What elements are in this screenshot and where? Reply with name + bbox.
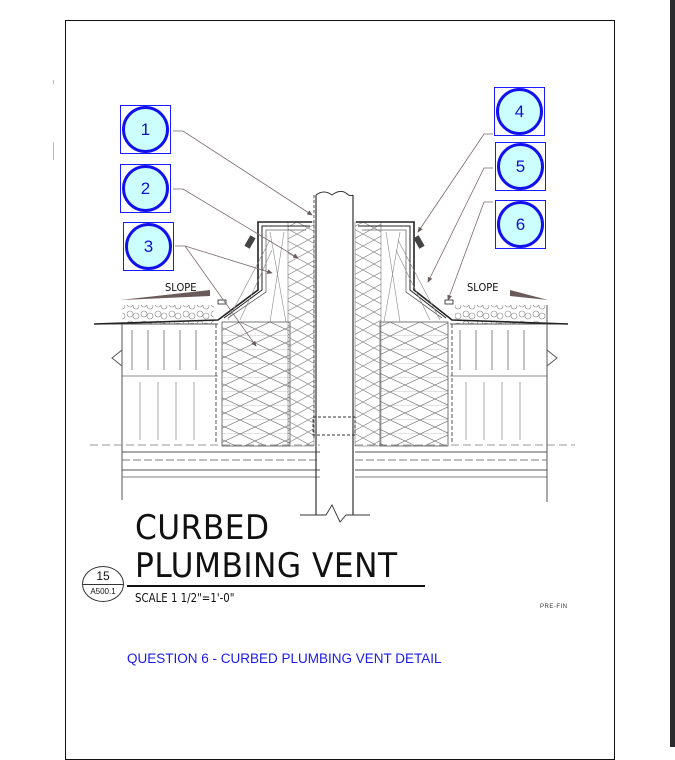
detail-scale: SCALE 1 1/2"=1'-0": [135, 591, 235, 605]
truncated-note: PRE-FIN: [540, 604, 568, 610]
callout-4[interactable]: 4: [494, 87, 545, 136]
question-caption: QUESTION 6 - CURBED PLUMBING VENT DETAIL: [127, 651, 442, 666]
sheet-reference: A500.1: [90, 587, 116, 596]
pipe-insulation-left: [287, 221, 315, 447]
page-margin-mark: [53, 142, 54, 160]
curb-flashing: [93, 221, 569, 325]
curb-insulation-right: [379, 321, 449, 447]
callout-1[interactable]: 1: [120, 105, 171, 154]
roof-assembly-left: [90, 305, 320, 500]
leader-lines: [173, 130, 493, 347]
callout-6[interactable]: 6: [495, 200, 546, 249]
page-margin-mark: [53, 80, 54, 84]
callout-3-label: 3: [125, 223, 172, 270]
detail-number: 15: [96, 569, 110, 583]
slope-arrow-right: [510, 290, 548, 300]
detail-reference-bubble: 15 A500.1: [82, 566, 124, 602]
curb-insulation-left: [221, 321, 291, 447]
slope-arrow-left: [120, 290, 210, 300]
viewer-edge: [670, 0, 675, 747]
callout-6-label: 6: [497, 201, 544, 248]
detail-title-line2: PLUMBING VENT: [135, 546, 398, 586]
callout-1-label: 1: [122, 106, 169, 153]
vent-pipe: [300, 190, 370, 523]
pipe-insulation-right: [354, 221, 382, 447]
callout-4-label: 4: [496, 88, 543, 135]
callout-2[interactable]: 2: [120, 164, 171, 213]
slope-label-right: SLOPE: [467, 281, 499, 294]
callout-5[interactable]: 5: [495, 142, 546, 191]
callout-2-label: 2: [122, 165, 169, 212]
slope-label-left: SLOPE: [165, 281, 197, 294]
callout-5-label: 5: [497, 143, 544, 190]
bubble-divider: [83, 584, 123, 585]
callout-3[interactable]: 3: [123, 222, 174, 271]
detail-title-line1: CURBED: [135, 508, 270, 548]
